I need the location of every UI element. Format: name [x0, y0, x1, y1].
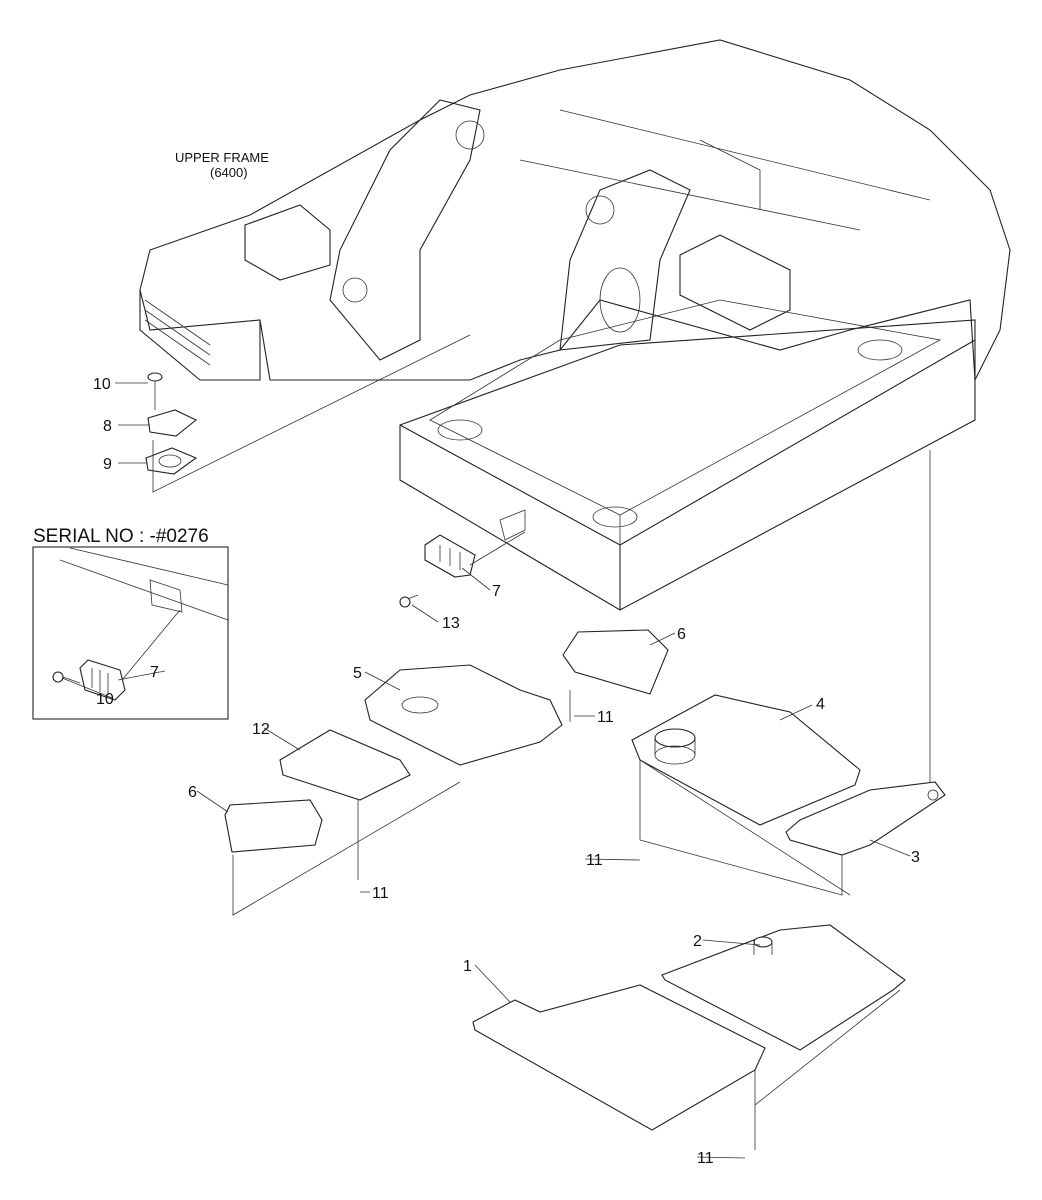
callout-9: 9 — [103, 456, 112, 473]
floor-plates — [224, 629, 946, 1150]
upper-frame-label: UPPER FRAME — [175, 150, 269, 165]
leader-lines — [61, 382, 911, 1159]
callout-5: 5 — [353, 665, 362, 682]
upper-frame — [139, 39, 1011, 790]
callout-1: 1 — [463, 958, 472, 975]
serial-inset-title: SERIAL NO : -#0276 — [33, 526, 209, 547]
callout-6: 6 — [677, 626, 686, 643]
callout-7: 7 — [492, 583, 501, 600]
callout-13: 13 — [442, 615, 460, 632]
callout-11: 11 — [372, 885, 389, 902]
callout-4: 4 — [816, 696, 825, 713]
inset-callout-7: 7 — [150, 664, 159, 681]
callout-12: 12 — [252, 721, 270, 738]
callout-8: 8 — [103, 418, 112, 435]
callout-10: 10 — [93, 376, 111, 393]
callout-11: 11 — [697, 1150, 714, 1167]
callout-3: 3 — [911, 849, 920, 866]
callout-11: 11 — [597, 709, 614, 726]
part-group-7-13 — [399, 531, 526, 608]
callout-6: 6 — [188, 784, 197, 801]
serial-inset — [32, 546, 229, 720]
upper-frame-code: (6400) — [210, 165, 248, 180]
callout-2: 2 — [693, 933, 702, 950]
callout-11: 11 — [586, 852, 603, 869]
inset-callout-10: 10 — [96, 691, 114, 708]
part-group-left — [145, 334, 471, 493]
